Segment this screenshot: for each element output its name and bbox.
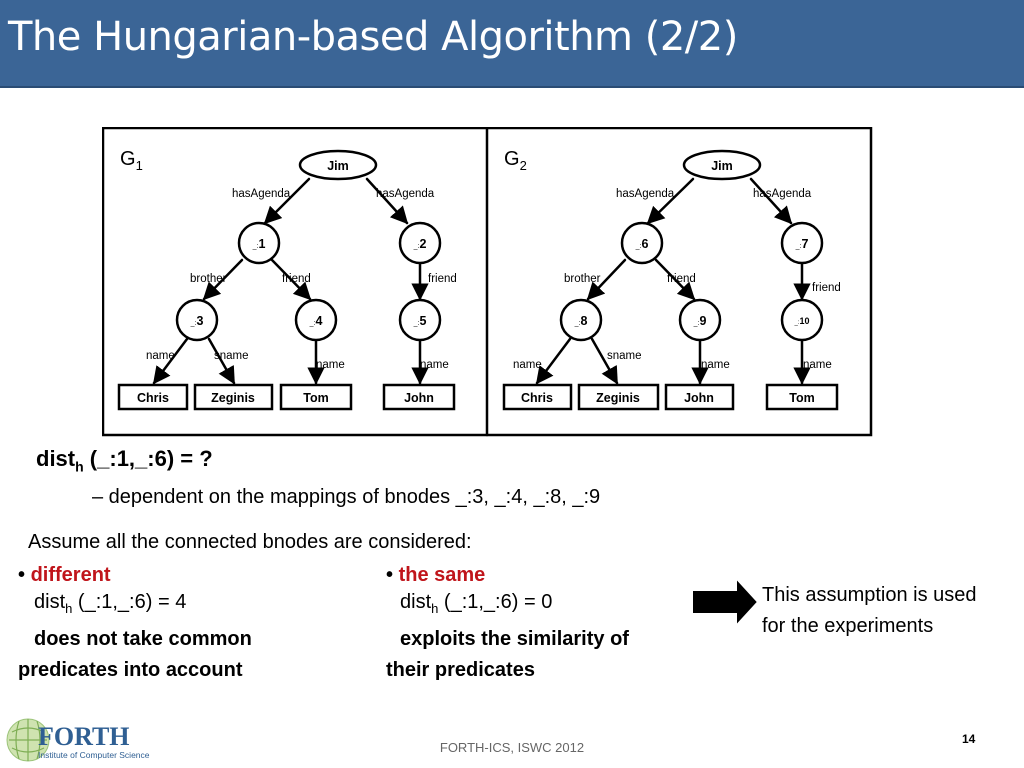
g2-bnode-10 bbox=[780, 298, 824, 342]
g1-edge-label: friend bbox=[282, 273, 311, 285]
option-same-heading: • the same bbox=[386, 564, 486, 586]
svg-text:Institute of Computer Science: Institute of Computer Science bbox=[38, 750, 150, 760]
g2-edge-label: name bbox=[803, 359, 832, 371]
g1-bnode-3 bbox=[175, 298, 219, 342]
g2-bnode-7 bbox=[780, 221, 824, 265]
g1-edge-label: name bbox=[146, 350, 175, 362]
g1-edge-3-zeginis bbox=[207, 337, 236, 385]
g2-edge-6-9 bbox=[654, 258, 696, 301]
g1-bnode-4 bbox=[294, 298, 338, 342]
g2-edge-label: hasAgenda bbox=[753, 188, 812, 200]
g1-edge-label: name bbox=[420, 359, 449, 371]
g1-literal-john bbox=[382, 383, 456, 411]
option-same-line2: exploits the similarity of bbox=[400, 628, 629, 650]
g2-bnode-label: _:6 bbox=[635, 237, 649, 251]
g2-literal-tom bbox=[765, 383, 839, 411]
g2-literal-label: Zeginis bbox=[596, 391, 640, 405]
g2-literal-zeginis bbox=[577, 383, 660, 411]
g2-bnode-label: _:10 bbox=[793, 316, 809, 326]
g2-edge-label: brother bbox=[564, 273, 601, 285]
g2-edge-label: name bbox=[513, 359, 542, 371]
option-same-dist: disth (_:1,_:6) = 0 bbox=[400, 591, 553, 616]
g2-literal-label: John bbox=[684, 391, 714, 405]
dist-question: disth (_:1,_:6) = ? bbox=[36, 446, 213, 475]
experiments-note: This assumption is used for the experime… bbox=[762, 584, 977, 637]
g1-node-jim bbox=[298, 149, 378, 181]
g2-bnode-label: _:9 bbox=[693, 314, 707, 328]
option-different: • different disth (_:1,_:6) = 4 does not… bbox=[18, 564, 252, 686]
g1-edge-jim-2 bbox=[365, 177, 409, 225]
g1-edge-3-chris bbox=[152, 337, 189, 385]
option-different-line3: predicates into account bbox=[18, 659, 243, 681]
title-bar: The Hungarian-based Algorithm (2/2) bbox=[0, 0, 1024, 88]
g2-bnode-label: _:8 bbox=[574, 314, 588, 328]
g2-bnode-8 bbox=[559, 298, 603, 342]
g2-edge-label: name bbox=[701, 359, 730, 371]
g2-node-jim-label: Jim bbox=[711, 159, 733, 173]
g1-edge-label: hasAgenda bbox=[376, 188, 435, 200]
footer-text: FORTH-ICS, ISWC 2012 bbox=[439, 740, 585, 755]
g2-literal-chris bbox=[502, 383, 573, 411]
g1-literal-chris bbox=[117, 383, 189, 411]
g1-bnode-1 bbox=[237, 221, 281, 265]
g2-bnode-6 bbox=[620, 221, 664, 265]
g1-literal-label: Tom bbox=[303, 391, 328, 405]
g1-bnode-label: _:2 bbox=[413, 237, 427, 251]
g1-edge-label: brother bbox=[190, 273, 227, 285]
g1-edge-label: hasAgenda bbox=[232, 188, 291, 200]
g2-literal-label: Tom bbox=[789, 391, 814, 405]
g2-edge-label: hasAgenda bbox=[616, 188, 675, 200]
g1-literal-tom bbox=[279, 383, 353, 411]
g2-edge-6-8 bbox=[586, 258, 627, 301]
g1-literal-zeginis bbox=[193, 383, 274, 411]
g2-literal-john bbox=[664, 383, 735, 411]
assumption-intro: Assume all the connected bnodes are cons… bbox=[28, 531, 472, 553]
g2-edge-label: sname bbox=[607, 350, 642, 362]
g2-bnode-label: _:7 bbox=[795, 237, 809, 251]
g1-bnode-label: _:3 bbox=[190, 314, 204, 328]
g1-edge-1-3 bbox=[202, 258, 244, 301]
g2-label: G2 bbox=[504, 148, 527, 173]
g2-bnode-9 bbox=[678, 298, 722, 342]
g2-literal-label: Chris bbox=[521, 391, 553, 405]
svg-text:FORTH: FORTH bbox=[38, 722, 130, 751]
g1-bnode-label: _:4 bbox=[309, 314, 323, 328]
forth-logo: FORTH Institute of Computer Science bbox=[6, 718, 150, 762]
right-arrow-icon bbox=[691, 576, 760, 628]
g1-bnode-5 bbox=[398, 298, 442, 342]
g1-label: G1 bbox=[120, 148, 143, 173]
option-same: • the same disth (_:1,_:6) = 0 exploits … bbox=[386, 564, 629, 686]
g1-literal-label: Chris bbox=[137, 391, 169, 405]
rdf-graphs-figure: G1 hasAgenda hasAgenda brother friend fr… bbox=[102, 127, 873, 437]
g1-edge-jim-1 bbox=[263, 177, 311, 225]
g1-literal-label: John bbox=[404, 391, 434, 405]
g2-edge-8-chris bbox=[535, 337, 572, 385]
g1-edge-label: name bbox=[316, 359, 345, 371]
g1-bnode-label: _:1 bbox=[252, 237, 266, 251]
slide-title: The Hungarian-based Algorithm (2/2) bbox=[8, 14, 738, 60]
g1-node-jim-label: Jim bbox=[327, 159, 349, 173]
option-same-line3: their predicates bbox=[386, 659, 535, 681]
g2-edge-label: friend bbox=[812, 282, 841, 294]
g2-edge-jim-6 bbox=[646, 177, 695, 225]
g1-bnode-2 bbox=[398, 221, 442, 265]
slide-number: 14 bbox=[962, 732, 976, 746]
option-different-heading: • different bbox=[18, 564, 111, 586]
g2-edge-jim-7 bbox=[749, 177, 793, 225]
option-different-line2: does not take common bbox=[34, 628, 252, 650]
dependency-note: – dependent on the mappings of bnodes _:… bbox=[92, 486, 601, 508]
g1-edge-label: friend bbox=[428, 273, 457, 285]
g1-edge-label: sname bbox=[214, 350, 249, 362]
g1-bnode-label: _:5 bbox=[413, 314, 427, 328]
option-different-dist: disth (_:1,_:6) = 4 bbox=[34, 591, 187, 616]
g2-edge-label: friend bbox=[667, 273, 696, 285]
g1-literal-label: Zeginis bbox=[211, 391, 255, 405]
g1-edge-1-4 bbox=[270, 258, 312, 301]
g2-edge-8-zeginis bbox=[590, 337, 619, 385]
g2-node-jim bbox=[682, 149, 762, 181]
